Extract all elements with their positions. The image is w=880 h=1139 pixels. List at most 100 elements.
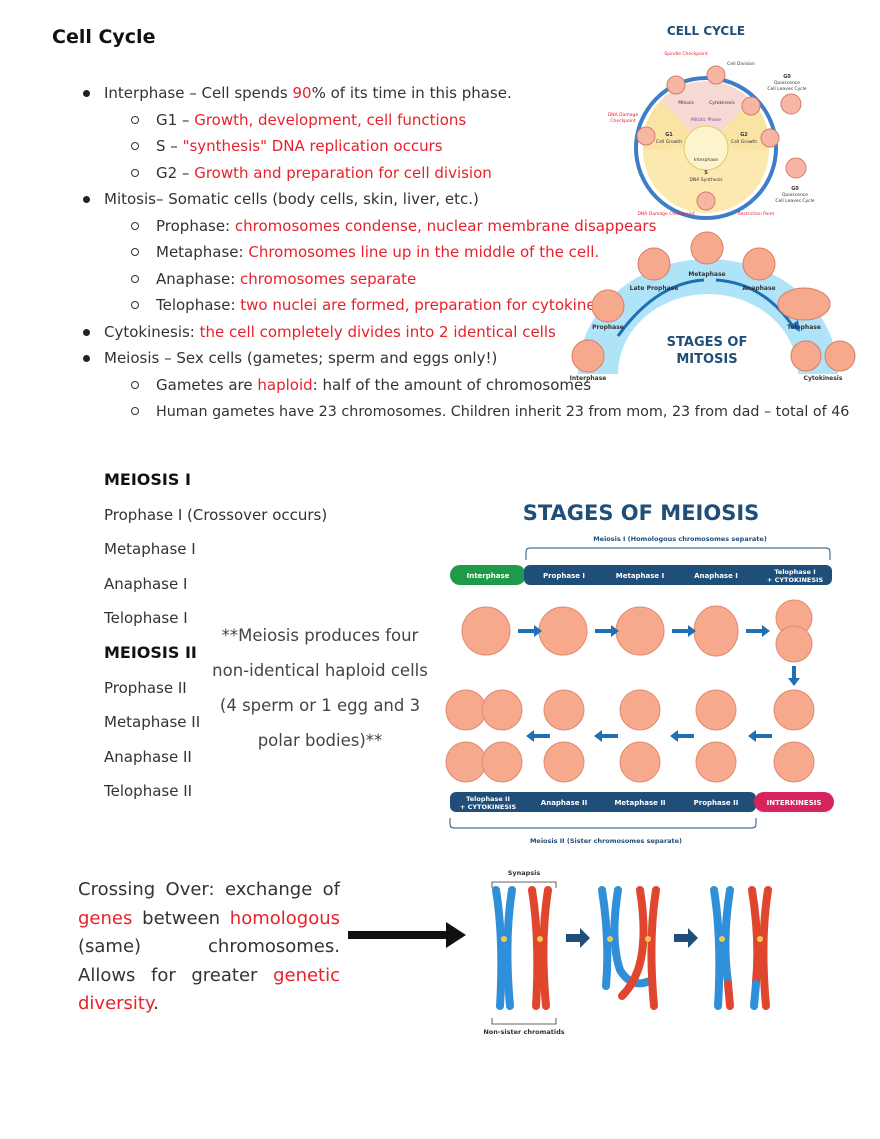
cell-icon bbox=[591, 289, 625, 323]
svg-text:Mitosis: Mitosis bbox=[678, 100, 694, 106]
svg-text:DNA Damage Checkpoint: DNA Damage Checkpoint bbox=[637, 211, 694, 217]
list-item: Prophase II bbox=[104, 678, 187, 697]
bullet-gametes: Gametes are haploid: half of the amount … bbox=[80, 372, 600, 399]
chromatid-red bbox=[539, 886, 552, 1010]
svg-text:Meiosis II (Sister chromosomes: Meiosis II (Sister chromosomes separate) bbox=[530, 837, 682, 845]
bullet-circle-icon bbox=[131, 380, 139, 389]
bullet-dot-icon bbox=[83, 90, 90, 97]
svg-text:Cell Leaves Cycle: Cell Leaves Cycle bbox=[767, 86, 807, 92]
chromatid-blue bbox=[492, 886, 506, 1010]
cell-icon bbox=[637, 247, 671, 281]
svg-text:G2: G2 bbox=[740, 132, 748, 138]
mitotic-wedge bbox=[661, 81, 751, 148]
svg-text:Interphase: Interphase bbox=[467, 572, 510, 580]
arrow-icon bbox=[746, 629, 762, 633]
centromere bbox=[537, 936, 543, 942]
svg-text:Spindle Checkpoint: Spindle Checkpoint bbox=[664, 51, 708, 57]
synapsis-bracket bbox=[491, 881, 557, 888]
chromatid-blue bbox=[721, 886, 734, 986]
arrow-icon bbox=[616, 278, 705, 337]
list-item: Telophase I bbox=[104, 609, 188, 628]
svg-text:Quiescence: Quiescence bbox=[782, 192, 808, 198]
chromatid-red bbox=[724, 980, 734, 1010]
svg-text:Anaphase: Anaphase bbox=[742, 285, 775, 292]
arrow-icon bbox=[534, 734, 550, 738]
arrow-icon bbox=[756, 734, 772, 738]
bullet-metaphase: Metaphase: Chromosomes line up in the mi… bbox=[80, 239, 600, 266]
center-hub bbox=[683, 125, 729, 171]
chromatid-blue bbox=[710, 886, 724, 1010]
cell-icon bbox=[445, 689, 487, 731]
svg-text:Interphase: Interphase bbox=[694, 157, 718, 163]
meiosis-note: **Meiosis produces four non-identical ha… bbox=[212, 626, 428, 750]
bracket bbox=[449, 818, 757, 829]
cell-icon bbox=[695, 741, 737, 783]
bullet-circle-icon bbox=[131, 168, 139, 177]
bullet-g1: G1 – Growth, development, cell functions bbox=[80, 107, 600, 134]
svg-text:Meiosis I (Homologous chromoso: Meiosis I (Homologous chromosomes separa… bbox=[593, 535, 767, 543]
list-item: Telophase II bbox=[104, 782, 193, 801]
cell-icon bbox=[706, 65, 726, 85]
svg-text:Interphase: Interphase bbox=[570, 375, 607, 382]
arrowhead-icon bbox=[788, 678, 800, 686]
cell-icon bbox=[741, 96, 761, 116]
cycle-ring bbox=[634, 76, 778, 220]
crossing-over-figure: Synapsis Non-sister chromatids bbox=[483, 869, 772, 1036]
bullet-circle-icon bbox=[131, 301, 139, 309]
bullet-g2: G2 – Growth and preparation for cell div… bbox=[80, 160, 600, 187]
arrowhead-icon bbox=[526, 730, 534, 742]
cell-icon bbox=[445, 741, 487, 783]
arrowhead-icon bbox=[790, 320, 800, 332]
bullet-circle-icon bbox=[131, 115, 139, 124]
chromosome-pair-1 bbox=[492, 886, 552, 1010]
bullet-meiosis: Meiosis – Sex cells (gametes; sperm and … bbox=[80, 345, 600, 372]
meiosis-1-bar bbox=[524, 565, 832, 585]
list-item: Anaphase I bbox=[104, 574, 188, 593]
svg-text:Cell Growth: Cell Growth bbox=[656, 139, 682, 145]
bullet-s: S – "synthesis" DNA replication occurs bbox=[80, 133, 600, 160]
bullet-circle-icon bbox=[131, 407, 139, 415]
meiosis-stage-list: MEIOSIS I Prophase I (Crossover occurs) … bbox=[104, 468, 327, 814]
arrowhead-icon bbox=[688, 625, 696, 637]
svg-text:Telophase: Telophase bbox=[787, 324, 821, 331]
arrow-icon bbox=[518, 629, 534, 633]
chromosome-pair-2 bbox=[598, 886, 660, 1010]
centromere bbox=[607, 936, 613, 942]
bullet-cytokinesis: Cytokinesis: the cell completely divides… bbox=[80, 319, 600, 346]
bullet-circle-icon bbox=[131, 221, 139, 230]
cell-icon bbox=[696, 191, 716, 211]
nonsister-bracket bbox=[491, 1018, 557, 1025]
s-wedge bbox=[643, 148, 769, 213]
centromere bbox=[645, 936, 651, 942]
cell-icon bbox=[543, 741, 585, 783]
bullet-anaphase: Anaphase: chromosomes separate bbox=[80, 266, 600, 293]
arrows-group bbox=[518, 625, 800, 742]
svg-text:Late Prophase: Late Prophase bbox=[630, 285, 679, 292]
bullet-telophase: Telophase: two nuclei are formed, prepar… bbox=[80, 292, 615, 319]
mitosis-figure: STAGES OF MITOSIS Interphase Prophase La… bbox=[570, 231, 856, 382]
svg-text:MITOSIS: MITOSIS bbox=[676, 352, 737, 367]
big-arrow-icon bbox=[348, 922, 466, 948]
svg-text:INTERKINESIS: INTERKINESIS bbox=[767, 799, 822, 807]
cell-icon bbox=[690, 231, 724, 265]
cell-icon bbox=[775, 625, 813, 663]
arrowhead-icon bbox=[446, 922, 466, 948]
mitosis-arch bbox=[578, 259, 838, 374]
arrow-shaft bbox=[348, 931, 448, 939]
meiosis-2-heading: MEIOSIS II bbox=[104, 642, 197, 662]
cell-icon bbox=[619, 689, 661, 731]
svg-text:+ CYTOKINESIS: + CYTOKINESIS bbox=[767, 576, 824, 584]
list-item: Anaphase II bbox=[104, 747, 192, 766]
svg-text:Prophase I: Prophase I bbox=[543, 572, 585, 580]
svg-text:Telophase I: Telophase I bbox=[774, 568, 815, 576]
chromosome-pair-3 bbox=[710, 886, 772, 1010]
cell-icon bbox=[666, 75, 686, 95]
arrowhead-icon bbox=[594, 730, 602, 742]
cell-icon bbox=[777, 287, 831, 321]
svg-text:Cell Leaves Cycle: Cell Leaves Cycle bbox=[775, 198, 815, 204]
g0-bottom-cell-icon bbox=[785, 157, 807, 179]
meiosis-1-heading: MEIOSIS I bbox=[104, 470, 191, 489]
chromatid-red bbox=[748, 886, 762, 986]
cell-icon bbox=[824, 340, 856, 372]
cell-cycle-title: CELL CYCLE bbox=[667, 24, 745, 38]
